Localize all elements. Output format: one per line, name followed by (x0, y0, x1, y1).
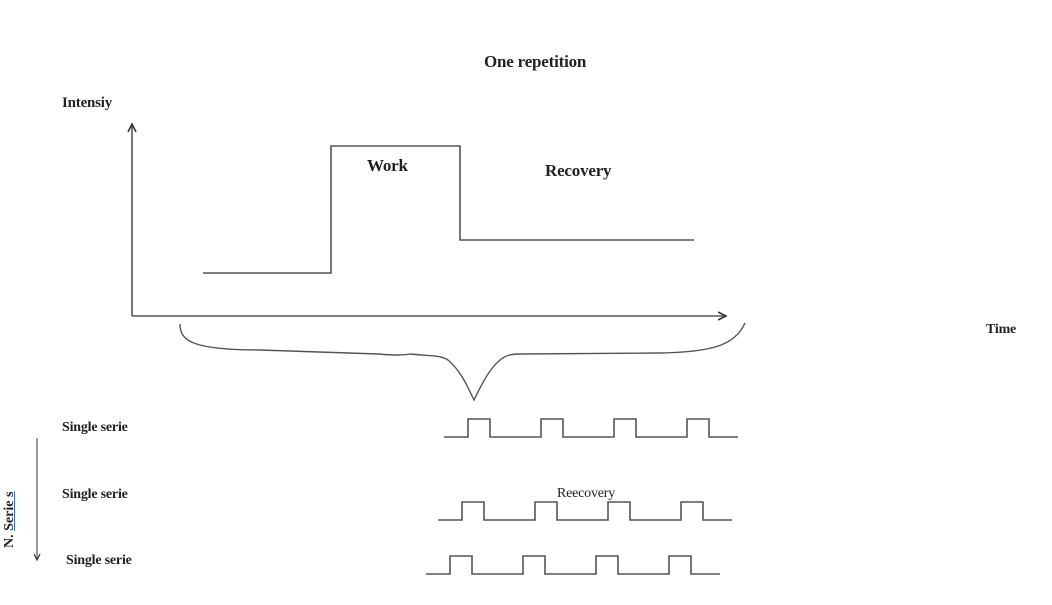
recovery-phase-label: Recovery (545, 161, 612, 180)
serie-label-1: Single serie (62, 420, 128, 435)
intensity-profile-line (203, 145, 694, 274)
serie-pulse-train-3 (426, 555, 720, 575)
serie-label-2: Single serie (62, 487, 128, 502)
serie-pulse-train-1 (444, 418, 738, 438)
diagram-title: One repetition (484, 52, 587, 71)
serie-pulse-train-2 (438, 501, 732, 521)
work-phase-label: Work (367, 156, 408, 175)
x-axis-label: Time (986, 322, 1017, 337)
y-axis-label: Intensiy (62, 95, 113, 111)
serie-label-3: Single serie (66, 553, 132, 568)
repetition-brace (179, 322, 746, 402)
series-recovery-label: Reecovery (557, 486, 616, 501)
